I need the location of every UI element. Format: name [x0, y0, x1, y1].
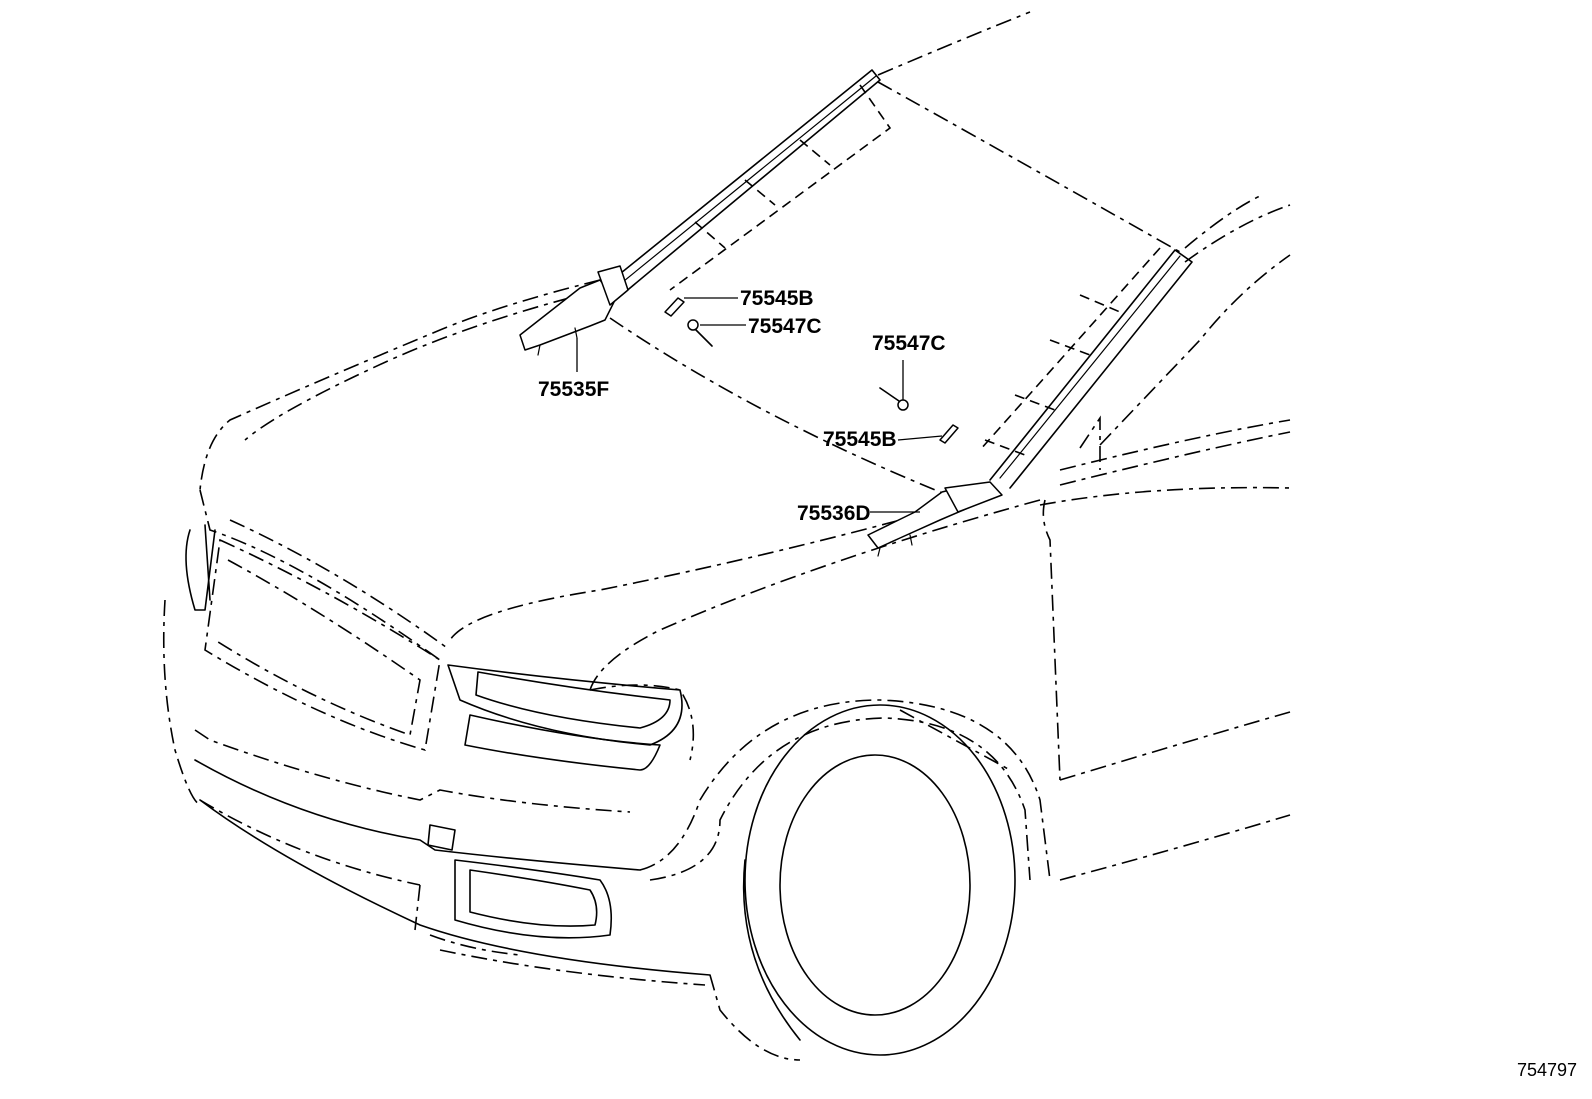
vehicle-outline [162, 11, 1291, 1061]
part-label-75547c-lower: 75547C [872, 332, 946, 355]
part-75547c-screw-upper [687, 319, 713, 347]
part-label-75536d: 75536D [797, 502, 871, 525]
part-label-75535f: 75535F [538, 378, 609, 401]
part-75536d-cowl-side-piece [867, 481, 1003, 557]
part-75535f-cowl-side-piece [519, 265, 629, 356]
part-label-75545b-upper: 75545B [740, 287, 814, 310]
part-75545b-clip-lower [939, 424, 959, 444]
illustration-number: 754797 [1517, 1060, 1577, 1080]
part-75547c-screw-lower [879, 387, 909, 411]
part-label-75545b-lower: 75545B [823, 428, 897, 451]
part-label-75547c-upper: 75547C [748, 315, 822, 338]
leader-lines [576, 297, 943, 513]
part-75545b-clip-upper [664, 297, 685, 317]
